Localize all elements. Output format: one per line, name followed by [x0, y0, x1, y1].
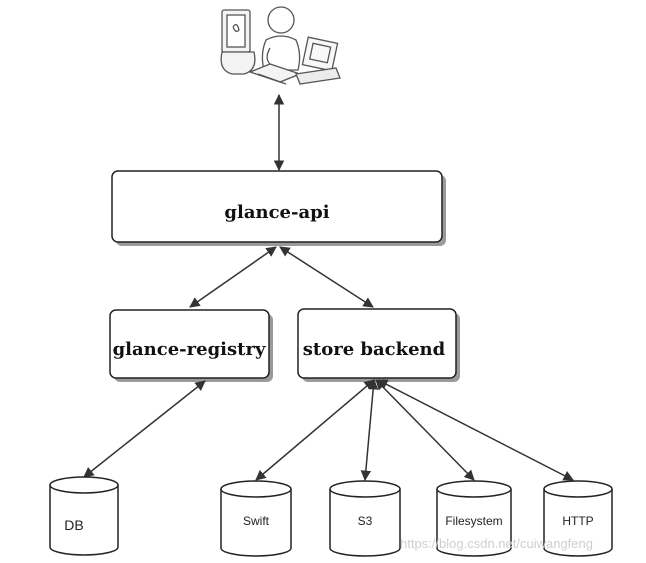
arrow-api-to-registry	[189, 246, 277, 308]
s3-label: S3	[358, 514, 373, 528]
arrow-store-to-swift	[255, 379, 375, 481]
filesystem-cylinder: Filesystem	[436, 480, 512, 557]
arrow-registry-to-db	[83, 380, 206, 478]
filesystem-label: Filesystem	[445, 514, 502, 528]
swift-label: Swift	[243, 514, 270, 528]
s3-cylinder: S3	[329, 480, 401, 557]
http-label: HTTP	[562, 514, 593, 528]
http-cylinder: HTTP	[543, 480, 613, 557]
arrow-store-to-s3	[360, 378, 379, 482]
user-at-computer-icon	[220, 6, 341, 85]
glance-api-node: glance-api	[111, 170, 446, 246]
glance-api-label: glance-api	[224, 202, 329, 223]
store-backend-label: store backend	[303, 339, 446, 360]
glance-registry-node: glance-registry	[109, 309, 273, 382]
db-label: DB	[64, 517, 83, 533]
db-cylinder: DB	[49, 476, 119, 556]
swift-cylinder: Swift	[220, 480, 292, 557]
watermark-text: https://blog.csdn.net/cuiwangfeng	[400, 536, 593, 551]
glance-registry-label: glance-registry	[113, 339, 266, 360]
arrow-api-to-store	[279, 246, 374, 308]
store-backend-node: store backend	[297, 308, 460, 382]
arrow-store-to-http	[377, 379, 574, 481]
arrow-store-to-filesystem	[375, 379, 475, 481]
